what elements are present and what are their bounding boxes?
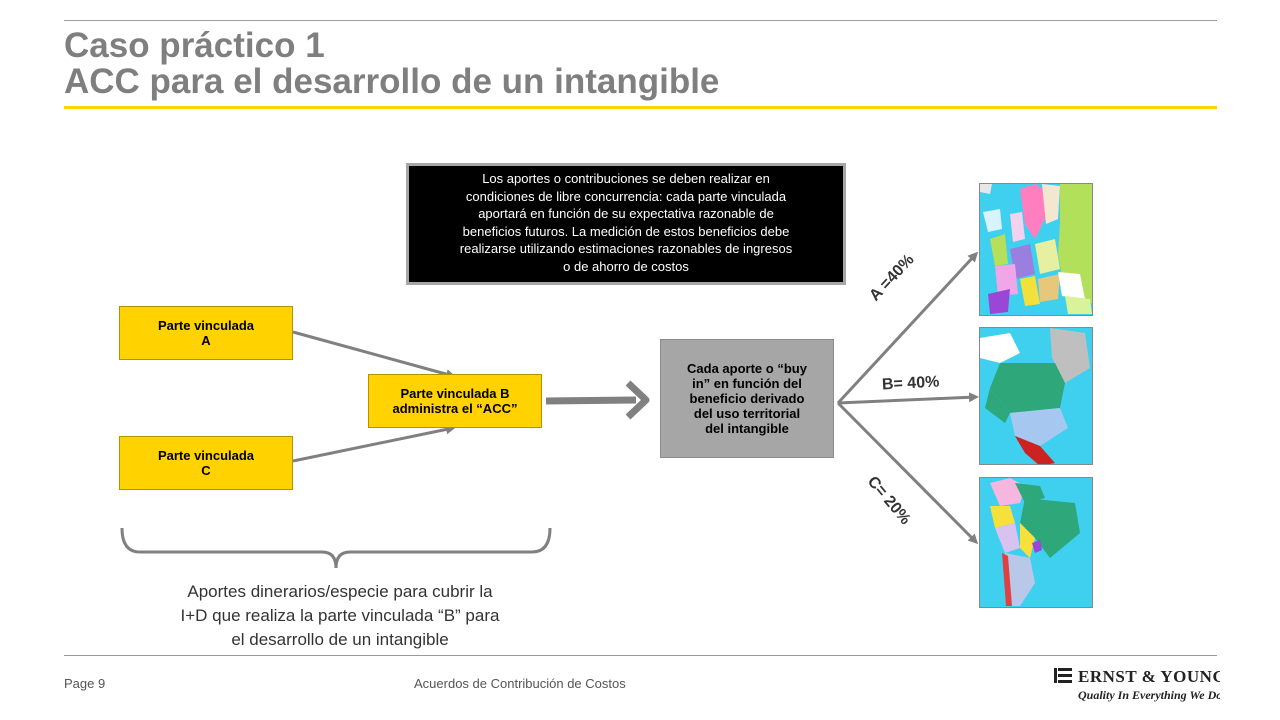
brace-caption: Aportes dinerarios/especie para cubrir l… bbox=[120, 580, 560, 652]
arrow-a-to-b bbox=[292, 330, 456, 379]
party-a-label: Parte vinculada bbox=[157, 318, 255, 333]
svg-text:Quality In Everything We Do: Quality In Everything We Do bbox=[1078, 688, 1220, 702]
party-c-letter: C bbox=[201, 463, 211, 478]
allocation-b-label: B= 40% bbox=[881, 373, 940, 394]
party-b-label: Parte vinculada B bbox=[400, 386, 510, 401]
south-america-map bbox=[979, 477, 1093, 608]
brace-caption-line-3: el desarrollo de un intangible bbox=[231, 630, 449, 649]
page-title: Caso práctico 1 ACC para el desarrollo d… bbox=[64, 28, 1164, 100]
party-c-label: Parte vinculada bbox=[157, 448, 255, 463]
contribution-line-5: del intangible bbox=[705, 421, 789, 436]
footer-rule bbox=[64, 655, 1217, 656]
party-a-letter: A bbox=[201, 333, 211, 348]
arrow-to-south-america bbox=[836, 401, 979, 545]
brace-caption-line-2: I+D que realiza la parte vinculada “B” p… bbox=[180, 606, 500, 625]
contribution-line-4: del uso territorial bbox=[693, 406, 801, 421]
callout-line-2: condiciones de libre concurrencia: cada … bbox=[465, 188, 787, 204]
svg-text:ERNST & YOUNG: ERNST & YOUNG bbox=[1078, 667, 1220, 686]
north-america-map bbox=[979, 327, 1093, 465]
party-b-role: administra el “ACC” bbox=[392, 401, 518, 416]
footer-title: Acuerdos de Contribución de Costos bbox=[414, 676, 626, 691]
curly-brace bbox=[120, 527, 552, 569]
callout-line-5: realizarse utilizando estimaciones razon… bbox=[459, 241, 793, 256]
callout-line-6: o de ahorro de costos bbox=[563, 258, 689, 274]
contribution-box: Cada aporte o “buy in” en función del be… bbox=[660, 339, 834, 458]
contribution-line-3: beneficio derivado bbox=[689, 391, 805, 406]
contribution-line-1: Cada aporte o “buy bbox=[687, 361, 807, 376]
callout-line-4: beneficios futuros. La medición de estos… bbox=[462, 223, 790, 239]
page-number: Page 9 bbox=[64, 676, 106, 691]
title-line-2: ACC para el desarrollo de un intangible bbox=[64, 62, 720, 101]
europe-map bbox=[979, 183, 1093, 316]
callout-line-3: aportará en función de su expectativa ra… bbox=[478, 206, 774, 221]
big-arrow-b-to-contribution bbox=[545, 380, 650, 420]
arrow-c-to-b bbox=[292, 424, 456, 463]
contribution-line-2: in” en función del bbox=[692, 376, 802, 391]
callout-line-1: Los aportes o contribuciones se deben re… bbox=[482, 171, 770, 186]
top-rule bbox=[64, 20, 1217, 21]
arrow-to-europe bbox=[836, 251, 979, 405]
arm-length-callout: Los aportes o contribuciones se deben re… bbox=[406, 163, 846, 285]
title-line-1: Caso práctico 1 bbox=[64, 26, 325, 65]
brace-caption-line-1: Aportes dinerarios/especie para cubrir l… bbox=[187, 582, 493, 601]
arrow-to-north-america bbox=[837, 392, 979, 405]
ernst-young-logo: ERNST & YOUNG Quality In Everything We D… bbox=[1054, 667, 1220, 702]
title-rule bbox=[64, 106, 1217, 109]
